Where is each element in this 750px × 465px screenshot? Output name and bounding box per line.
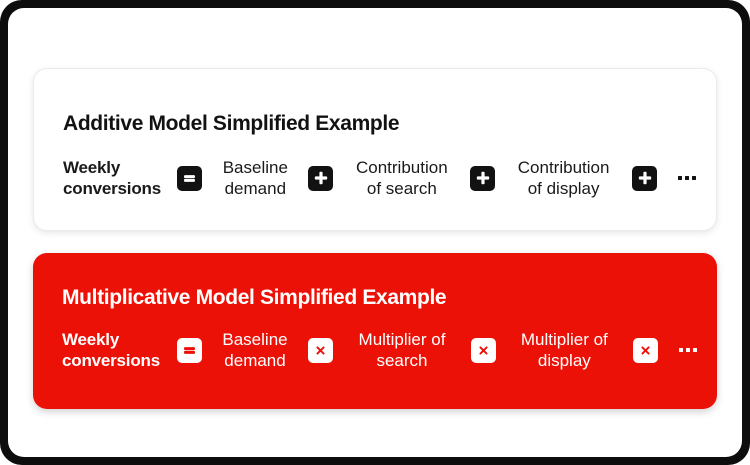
slide-page: Additive Model Simplified Example Weekly…: [8, 8, 742, 457]
additive-term-baseline-demand: Baseline demand: [222, 158, 288, 199]
plus-icon: [632, 165, 657, 191]
multiplicative-equation-row: Weekly conversions Baseline demand Multi…: [62, 329, 697, 372]
multiplicative-term-baseline-demand: Baseline demand: [222, 330, 288, 371]
multiplicative-model-card: Multiplicative Model Simplified Example …: [33, 253, 717, 409]
multiply-icon: [470, 337, 496, 363]
equals-icon: [177, 165, 203, 191]
multiply-icon: [308, 337, 334, 363]
multiplicative-card-title: Multiplicative Model Simplified Example: [62, 286, 447, 309]
additive-term-contribution-of-search: Contribution of search: [355, 158, 448, 199]
additive-model-card: Additive Model Simplified Example Weekly…: [33, 68, 717, 231]
additive-term-contribution-of-display: Contribution of display: [517, 158, 610, 199]
multiplicative-term-multiplier-of-search: Multiplier of search: [358, 330, 446, 371]
multiplicative-ellipsis-icon: [678, 348, 697, 353]
additive-card-title: Additive Model Simplified Example: [63, 112, 400, 135]
additive-term-weekly-conversions: Weekly conversions: [63, 158, 161, 199]
equals-icon: [176, 337, 202, 363]
multiplicative-term-multiplier-of-display: Multiplier of display: [520, 330, 608, 371]
additive-equation-row: Weekly conversions Baseline demand Contr…: [63, 157, 696, 200]
additive-ellipsis-icon: [678, 176, 696, 181]
plus-icon: [470, 165, 496, 191]
multiply-icon: [632, 337, 658, 363]
plus-icon: [308, 165, 334, 191]
multiplicative-term-weekly-conversions: Weekly conversions: [62, 330, 160, 371]
